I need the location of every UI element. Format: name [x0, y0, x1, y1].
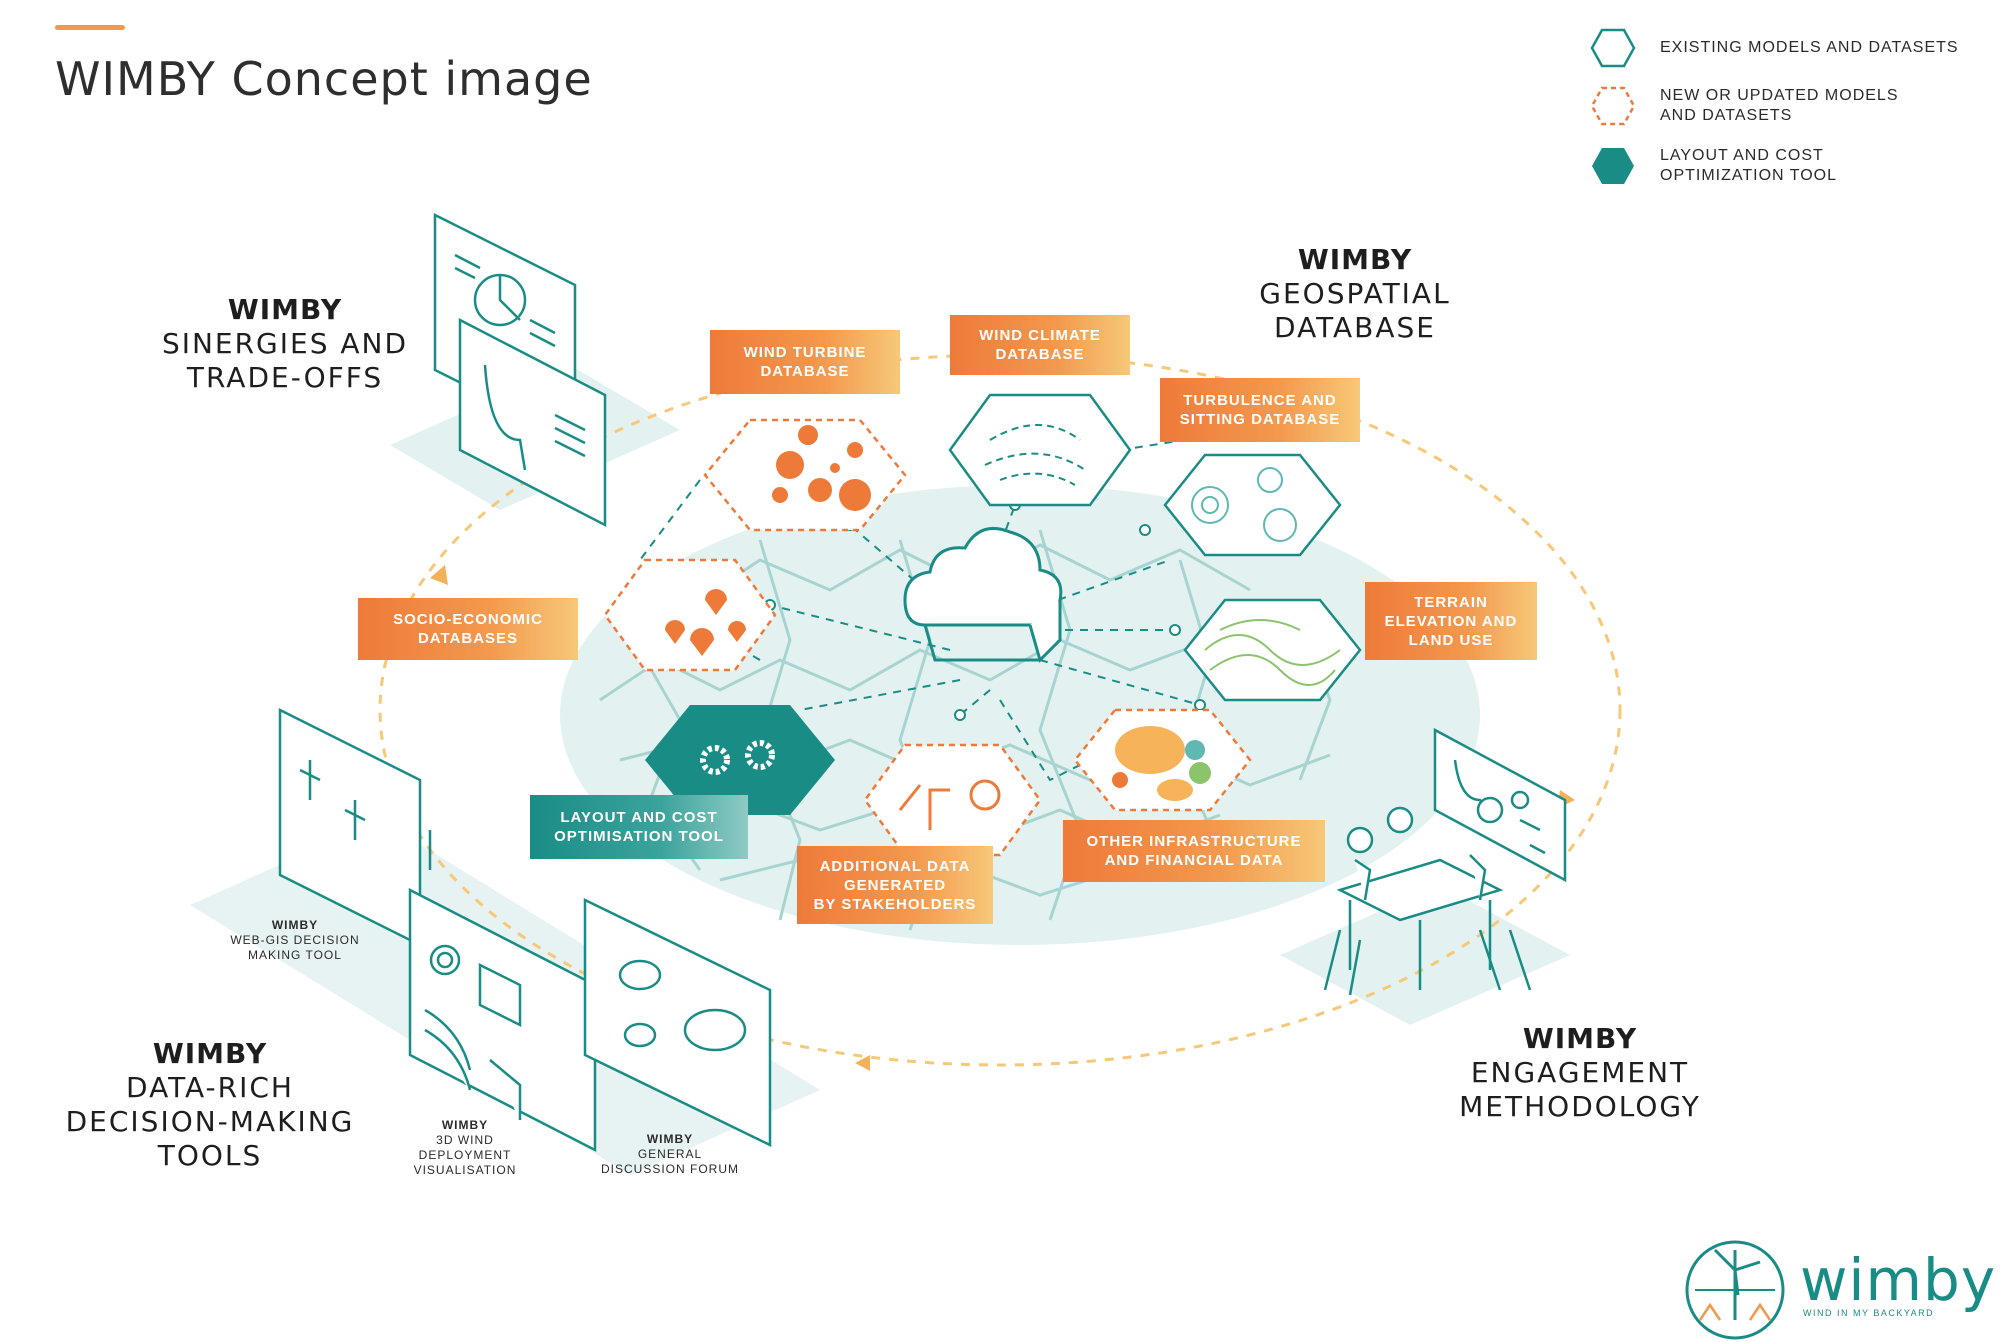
socio-economic-hexagon [603, 558, 777, 672]
synergies-panels [433, 212, 607, 528]
tools-panels [278, 707, 772, 1153]
turbulence-hexagon [1163, 453, 1342, 557]
section-tools: WIMBY DATA-RICH DECISION-MAKING TOOLS [65, 1037, 355, 1172]
section-engagement: WIMBY ENGAGEMENT METHODOLOGY [1459, 1022, 1701, 1123]
accent-bar [55, 25, 125, 30]
infrastructure-hexagon [1073, 708, 1252, 812]
cloud-icon [903, 527, 1063, 663]
engagement-illustration [1323, 727, 1567, 996]
loop-arrow [430, 565, 448, 585]
legend-label: EXISTING MODELS AND DATASETS [1660, 39, 1959, 56]
hexagon-filled-teal-icon [1592, 148, 1634, 184]
legend-item-existing: EXISTING MODELS AND DATASETS [1590, 28, 1959, 68]
wimby-logo-emblem [1685, 1240, 1785, 1340]
hexagon-dashed-orange-icon [1590, 86, 1636, 126]
layout-tool-hexagon [645, 705, 835, 815]
process-loop [378, 353, 1622, 1067]
page-title: WIMBY Concept image [55, 52, 593, 106]
wimby-logo-subtitle: WIND IN MY BACKYARD [1803, 1308, 1935, 1318]
additional-data-hexagon [863, 743, 1042, 857]
loop-arrow [855, 1055, 870, 1071]
wimby-logo-text: wimby [1800, 1246, 1997, 1314]
wind-climate-hexagon [948, 393, 1132, 507]
hexagon-outline-teal-icon [1590, 28, 1636, 68]
section-synergies: WIMBY SINERGIES AND TRADE-OFFS [161, 293, 409, 394]
wind-turbine-hexagon [703, 418, 907, 532]
terrain-hexagon [1183, 598, 1362, 702]
section-geospatial: WIMBY GEOSPATIAL DATABASE [1259, 243, 1451, 344]
